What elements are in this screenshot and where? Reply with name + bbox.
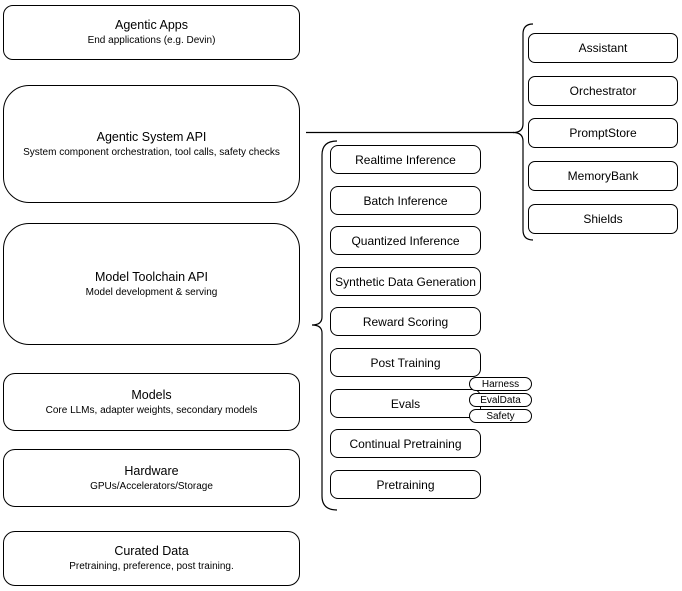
toolchain-item-pretraining: Pretraining bbox=[330, 470, 481, 499]
toolchain-item-realtime-inference: Realtime Inference bbox=[330, 145, 481, 174]
box-agentic-system-api-title: Agentic System API bbox=[96, 129, 207, 144]
toolchain-item-synthetic-data-generation: Synthetic Data Generation bbox=[330, 267, 481, 296]
system-item-orchestrator: Orchestrator bbox=[528, 76, 678, 106]
system-item-shields: Shields bbox=[528, 204, 678, 234]
system-item-promptstore: PromptStore bbox=[528, 118, 678, 148]
box-curated-data-title: Curated Data bbox=[114, 544, 189, 558]
box-curated-data: Curated Data Pretraining, preference, po… bbox=[3, 531, 300, 586]
box-models: Models Core LLMs, adapter weights, secon… bbox=[3, 373, 300, 431]
box-hardware: Hardware GPUs/Accelerators/Storage bbox=[3, 449, 300, 507]
box-model-toolchain-api-title: Model Toolchain API bbox=[94, 269, 209, 284]
toolchain-item-post-training: Post Training bbox=[330, 348, 481, 377]
system-item-memorybank: MemoryBank bbox=[528, 161, 678, 191]
toolchain-item-quantized-inference: Quantized Inference bbox=[330, 226, 481, 255]
toolchain-item-reward-scoring: Reward Scoring bbox=[330, 307, 481, 336]
box-agentic-apps-title: Agentic Apps bbox=[115, 18, 188, 32]
box-model-toolchain-api: Model Toolchain API Model development & … bbox=[3, 223, 300, 345]
box-curated-data-subtitle: Pretraining, preference, post training. bbox=[69, 561, 234, 572]
box-hardware-title: Hardware bbox=[124, 463, 179, 478]
box-agentic-system-api: Agentic System API System component orch… bbox=[3, 85, 300, 203]
toolchain-item-batch-inference: Batch Inference bbox=[330, 186, 481, 215]
toolchain-item-continual-pretraining: Continual Pretraining bbox=[330, 429, 481, 458]
box-model-toolchain-api-subtitle: Model development & serving bbox=[85, 286, 218, 298]
toolchain-item-evals: Evals bbox=[330, 389, 481, 418]
box-agentic-apps: Agentic Apps End applications (e.g. Devi… bbox=[3, 5, 300, 60]
box-models-subtitle: Core LLMs, adapter weights, secondary mo… bbox=[45, 404, 258, 416]
eval-tag-evaldata: EvalData bbox=[469, 393, 532, 407]
system-item-assistant: Assistant bbox=[528, 33, 678, 63]
eval-tag-safety: Safety bbox=[469, 409, 532, 423]
box-models-title: Models bbox=[131, 387, 172, 402]
box-hardware-subtitle: GPUs/Accelerators/Storage bbox=[90, 480, 213, 492]
eval-tag-harness: Harness bbox=[469, 377, 532, 391]
box-agentic-system-api-subtitle: System component orchestration, tool cal… bbox=[23, 146, 280, 158]
box-agentic-apps-subtitle: End applications (e.g. Devin) bbox=[87, 35, 216, 46]
